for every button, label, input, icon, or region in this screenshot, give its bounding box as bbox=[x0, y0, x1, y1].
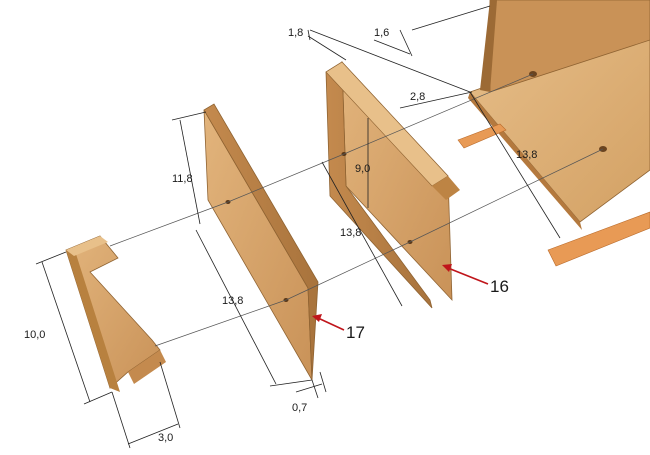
dim-label-1-8: 1,8 bbox=[288, 27, 303, 39]
dim-ext bbox=[171, 111, 207, 121]
dimension-labels: 1,8 1,6 2,8 9,0 11,8 13,8 13,8 13,8 10,0… bbox=[24, 27, 537, 444]
dim-ext bbox=[411, 5, 491, 31]
dim-label-10-0: 10,0 bbox=[24, 329, 45, 341]
box-back-wall-top bbox=[480, 0, 497, 92]
callout-arrow-16 bbox=[447, 267, 489, 285]
board-17-side bbox=[203, 103, 319, 381]
dim-ext bbox=[311, 379, 319, 399]
guide-line bbox=[154, 299, 287, 347]
dim-label-3-0: 3,0 bbox=[158, 432, 173, 444]
handle bbox=[65, 235, 166, 392]
board-17 bbox=[203, 103, 319, 381]
dim-line-10-0 bbox=[41, 261, 91, 403]
dim-label-9-0: 9,0 bbox=[355, 163, 370, 175]
dim-label-11-8: 11,8 bbox=[172, 173, 193, 185]
dim-line-2-8 bbox=[399, 91, 473, 109]
dim-ext bbox=[35, 251, 67, 265]
guide-line bbox=[109, 201, 229, 247]
guide-line bbox=[409, 148, 604, 243]
dim-ext bbox=[159, 361, 181, 429]
rail-upper bbox=[457, 123, 507, 149]
dim-ext bbox=[399, 29, 413, 57]
dim-ext bbox=[319, 371, 327, 393]
rail-lower bbox=[547, 211, 650, 267]
dim-ext bbox=[111, 391, 131, 449]
guide-line bbox=[343, 73, 534, 155]
dim-line-0-7 bbox=[295, 383, 323, 393]
dimension-lines bbox=[35, 5, 561, 449]
callout-arrow-17 bbox=[317, 317, 345, 331]
dim-ext bbox=[83, 391, 113, 405]
guide-line bbox=[227, 153, 345, 203]
dim-line-1-6 bbox=[373, 39, 411, 55]
dim-ext bbox=[307, 29, 311, 41]
handle-front bbox=[66, 250, 120, 392]
dim-label-2-8: 2,8 bbox=[410, 91, 425, 103]
dim-label-13-8-left: 13,8 bbox=[222, 295, 243, 307]
callout-arrowhead-17 bbox=[312, 314, 322, 322]
dim-label-13-8-right: 13,8 bbox=[516, 149, 537, 161]
dim-line-13-8-mid bbox=[321, 161, 403, 307]
dim-ext bbox=[269, 379, 313, 387]
dim-line-top-ref bbox=[309, 29, 471, 93]
dim-line-1-8 bbox=[307, 35, 347, 61]
callout-label-17: 17 bbox=[346, 323, 365, 342]
part-callouts: 16 17 bbox=[312, 264, 509, 342]
box-assembly bbox=[457, 0, 650, 267]
dim-label-13-8-mid: 13,8 bbox=[340, 227, 361, 239]
handle-top bbox=[66, 236, 108, 256]
guide-line bbox=[285, 241, 411, 301]
dim-line-13-8-left bbox=[195, 229, 277, 385]
alignment-guides bbox=[109, 73, 604, 347]
handle-bottom-tab bbox=[128, 350, 166, 384]
callout-label-16: 16 bbox=[490, 277, 509, 296]
dim-line-13-8-right bbox=[469, 91, 561, 239]
board-16 bbox=[325, 60, 460, 309]
board-16-rebate bbox=[432, 176, 460, 200]
dim-label-1-6: 1,6 bbox=[374, 27, 389, 39]
callout-arrowhead-16 bbox=[442, 264, 452, 272]
dim-line-11-8 bbox=[179, 119, 201, 225]
dim-line-3-0 bbox=[127, 423, 179, 445]
dim-label-0-7: 0,7 bbox=[292, 402, 307, 414]
